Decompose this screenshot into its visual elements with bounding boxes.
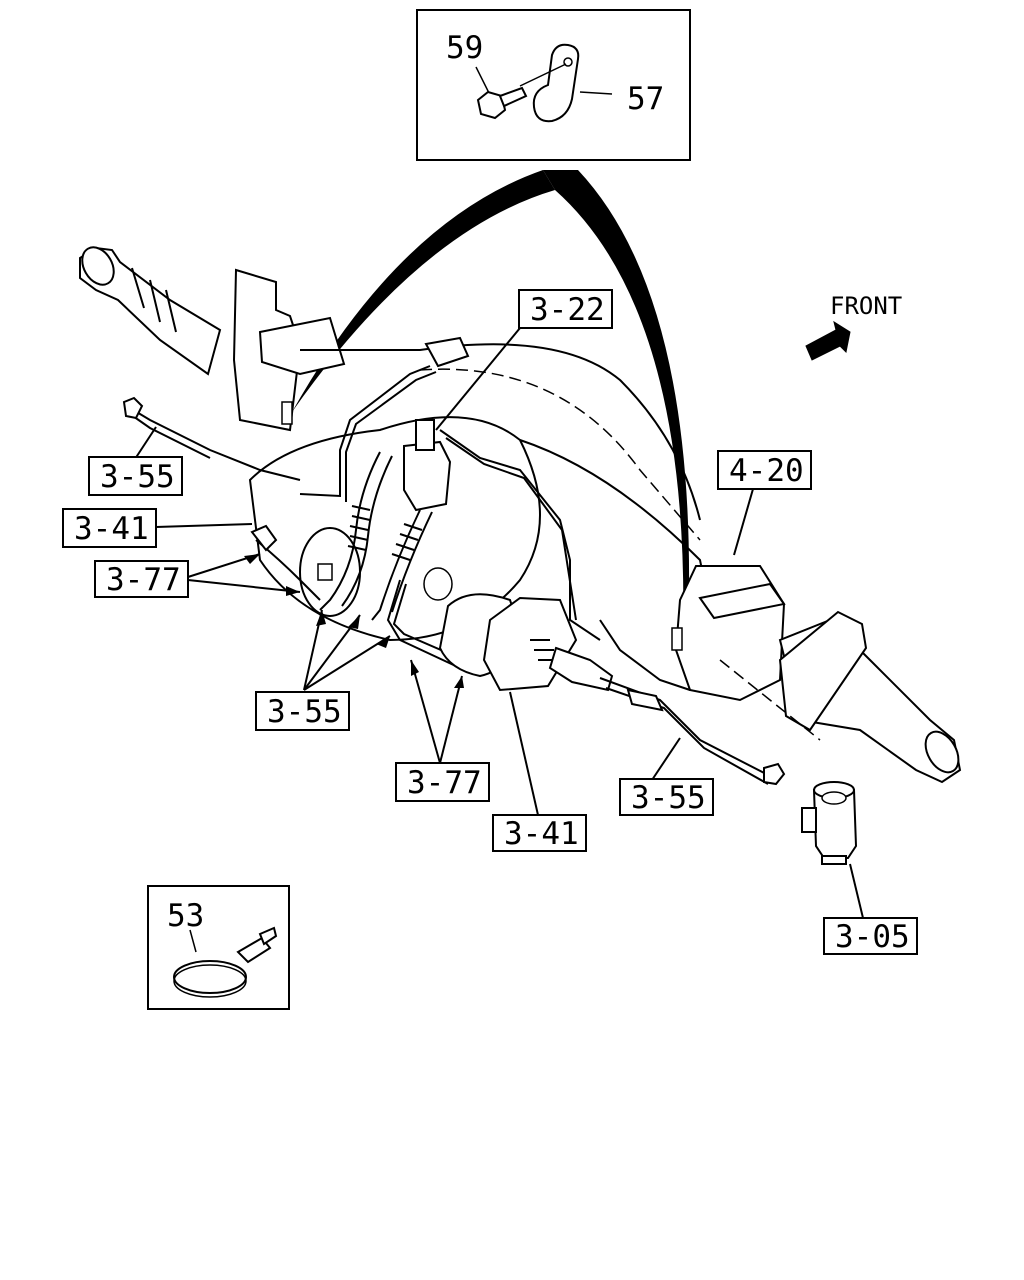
label-57: 57 — [627, 81, 664, 117]
svg-text:3-41: 3-41 — [74, 511, 149, 547]
label-59: 59 — [446, 30, 483, 66]
svg-text:3-77: 3-77 — [106, 562, 181, 598]
brake-lines — [122, 336, 786, 786]
label-53: 53 — [167, 898, 204, 934]
axle-housing — [79, 246, 962, 784]
detail-box-band: 53 — [147, 885, 290, 1010]
leader-arrowheads — [244, 554, 464, 688]
svg-text:3-55: 3-55 — [631, 780, 706, 816]
callout-3-05[interactable]: 3-05 — [823, 917, 918, 955]
callout-4-20[interactable]: 4-20 — [717, 450, 812, 490]
callout-3-41-left[interactable]: 3-41 — [62, 508, 157, 548]
callout-3-55-left[interactable]: 3-55 — [88, 456, 183, 496]
svg-text:3-05: 3-05 — [835, 919, 910, 955]
callout-3-77-middle[interactable]: 3-77 — [395, 762, 490, 802]
callout-3-77-left[interactable]: 3-77 — [94, 560, 189, 598]
p-clip-icon — [519, 43, 613, 123]
bolt-icon — [476, 86, 528, 120]
front-label: FRONT — [830, 292, 902, 320]
svg-text:3-22: 3-22 — [530, 292, 605, 328]
svg-text:4-20: 4-20 — [729, 453, 804, 489]
callout-3-22[interactable]: 3-22 — [518, 289, 613, 329]
svg-text:3-55: 3-55 — [267, 694, 342, 730]
brake-actuator — [438, 593, 786, 786]
leader-lines — [134, 327, 864, 919]
callout-3-55-right[interactable]: 3-55 — [619, 778, 714, 816]
callout-3-55-middle[interactable]: 3-55 — [255, 691, 350, 731]
hose-band-icon — [173, 926, 278, 998]
svg-text:3-55: 3-55 — [100, 459, 175, 495]
leader-wedge-left — [292, 170, 555, 412]
proportioning-valve — [403, 419, 601, 641]
valve-3-05-icon — [801, 781, 858, 865]
leader-wedge-right — [543, 170, 690, 636]
front-arrow-icon — [805, 320, 851, 361]
svg-text:3-77: 3-77 — [407, 765, 482, 801]
svg-text:3-41: 3-41 — [504, 816, 579, 852]
detail-box-clip: 59 57 — [416, 9, 691, 161]
callout-3-41-bottom[interactable]: 3-41 — [492, 814, 587, 852]
